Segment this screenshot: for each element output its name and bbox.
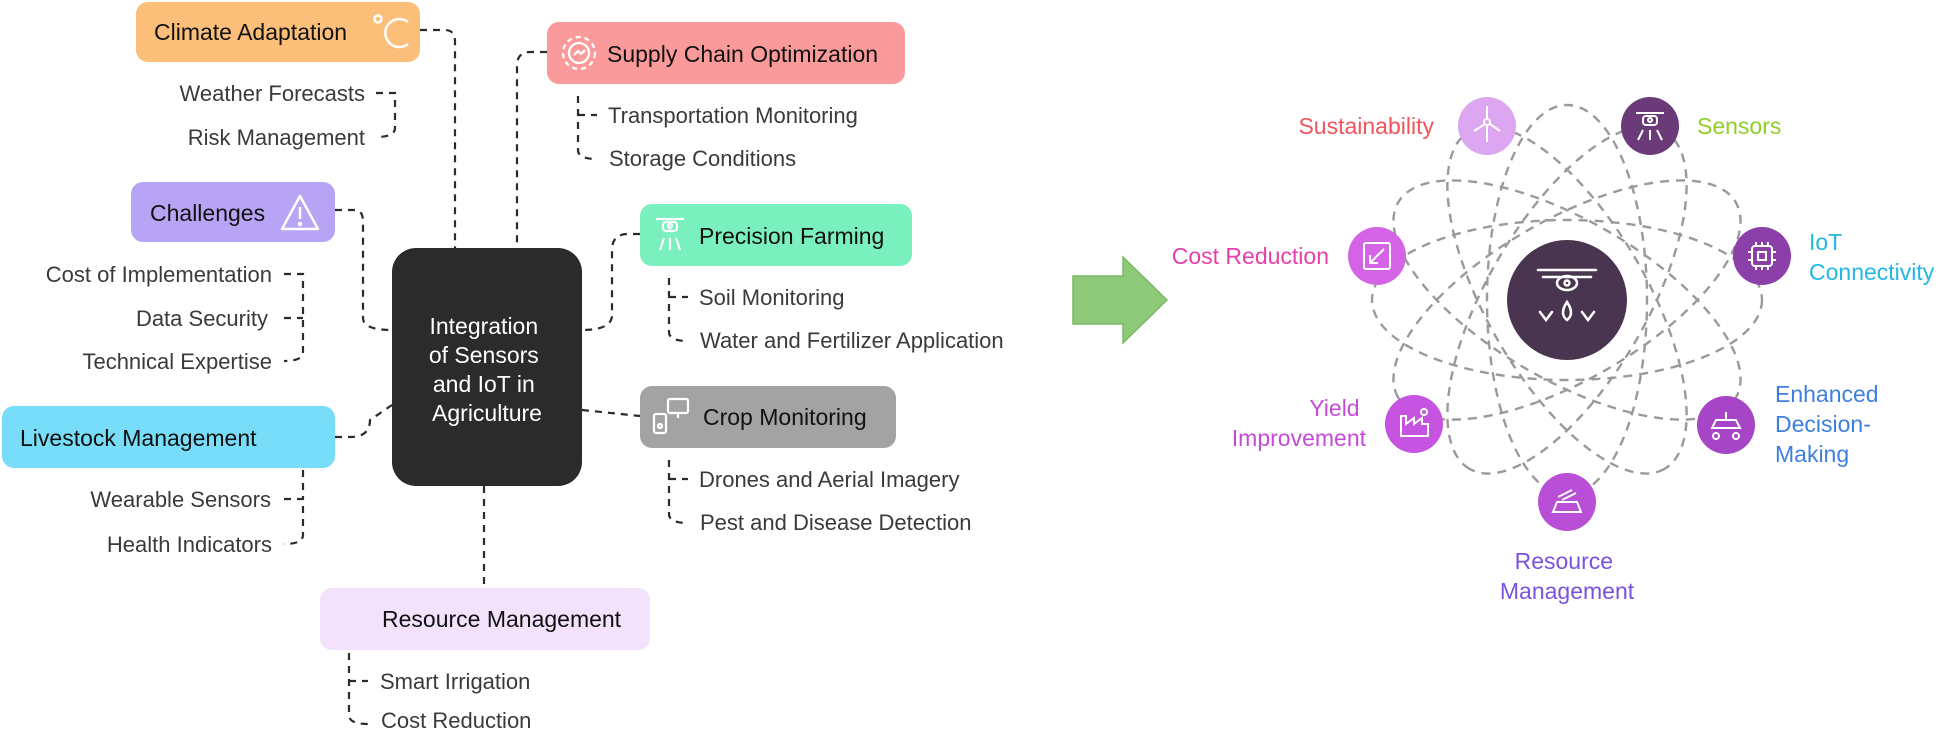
center-box: [392, 248, 582, 486]
leaf-cost-of-implementation: Cost of Implementation: [46, 262, 272, 287]
center-line: Agriculture: [432, 400, 542, 426]
resize-icon: [1363, 242, 1391, 270]
factory-icon: [1400, 408, 1429, 437]
branch-crop: [667, 460, 689, 525]
branch-challenges: [283, 272, 305, 363]
wind-turbine-icon: [1473, 106, 1501, 142]
benefit-sustainability[interactable]: Sustainability: [1298, 97, 1516, 155]
monitor-icon: [652, 397, 690, 435]
right-arrow: [1072, 255, 1169, 345]
node-supply-chain-optimization[interactable]: Supply Chain Optimization: [547, 22, 905, 84]
center-label: Integration of Sensors and IoT in Agricu…: [429, 313, 545, 426]
connector-challenges: [335, 208, 393, 332]
center-line: Integration: [429, 313, 538, 339]
tractor-icon: [1710, 412, 1742, 440]
benefit-label: Sensors: [1697, 113, 1781, 139]
node-label: Challenges: [150, 200, 265, 226]
node-box: [547, 22, 905, 84]
drone-icon: [1636, 112, 1664, 141]
connector-climate: [420, 28, 457, 248]
leaf-cost-reduction: Cost Reduction: [381, 708, 531, 732]
celsius-icon: [373, 14, 409, 49]
center-line: of Sensors: [429, 342, 539, 368]
branch-climate: [375, 91, 397, 139]
leaf-water-fertilizer: Water and Fertilizer Application: [700, 328, 1004, 353]
node-label: Crop Monitoring: [703, 404, 867, 430]
node-box: [2, 406, 335, 468]
leaf-wearable-sensors: Wearable Sensors: [90, 487, 271, 512]
chip-icon: [1748, 242, 1776, 270]
benefit-label: Enhanced Decision- Making: [1775, 381, 1885, 467]
leaf-technical-expertise: Technical Expertise: [82, 349, 272, 374]
connector-livestock: [335, 404, 393, 439]
leaf-data-security: Data Security: [136, 306, 268, 331]
benefit-label: Resource Management: [1500, 548, 1635, 604]
node-challenges[interactable]: Challenges: [131, 182, 335, 242]
center-line: and IoT in: [433, 371, 535, 397]
connector-precision: [581, 232, 640, 332]
node-climate-adaptation[interactable]: Climate Adaptation: [136, 2, 420, 62]
benefit-sensors[interactable]: Sensors: [1621, 97, 1781, 155]
branch-precision: [667, 278, 689, 343]
node-box: [640, 204, 912, 266]
mindmap: Integration of Sensors and IoT in Agricu…: [2, 2, 1004, 732]
branch-supply: [576, 96, 598, 161]
benefit-cost-reduction[interactable]: Cost Reduction: [1172, 227, 1406, 285]
node-crop-monitoring[interactable]: Crop Monitoring: [640, 386, 896, 448]
connector-crop: [581, 408, 641, 418]
leaf-smart-irrigation: Smart Irrigation: [380, 669, 530, 694]
node-precision-farming[interactable]: Precision Farming: [640, 204, 912, 266]
node-label: Supply Chain Optimization: [607, 41, 878, 67]
node-box: [320, 588, 650, 650]
drone-icon: [656, 217, 684, 251]
leaf-risk-management: Risk Management: [188, 125, 365, 150]
node-label: Resource Management: [382, 606, 622, 632]
benefit-label: IoT Connectivity: [1809, 229, 1935, 285]
node-livestock-management[interactable]: Livestock Management: [2, 406, 335, 468]
branch-resource: [347, 653, 369, 726]
field-icon: [1551, 489, 1583, 513]
benefit-yield-improvement[interactable]: Yield Improvement: [1232, 395, 1443, 453]
benefit-iot-connectivity[interactable]: IoT Connectivity: [1733, 227, 1935, 285]
leaf-storage-conditions: Storage Conditions: [609, 146, 796, 171]
benefit-circle: [1733, 227, 1791, 285]
node-label: Precision Farming: [699, 223, 884, 249]
drone-drop-icon: [1536, 268, 1598, 323]
node-label: Climate Adaptation: [154, 19, 347, 45]
leaf-pest-disease-detection: Pest and Disease Detection: [700, 510, 972, 535]
warning-icon: [280, 194, 320, 231]
branch-livestock: [283, 470, 305, 546]
node-resource-management[interactable]: Resource Management: [320, 588, 650, 650]
benefit-label: Yield Improvement: [1232, 395, 1367, 451]
benefit-circle: [1697, 396, 1755, 454]
benefit-label: Sustainability: [1298, 113, 1434, 139]
benefit-label: Cost Reduction: [1172, 243, 1329, 269]
benefit-enhanced-decision-making[interactable]: Enhanced Decision- Making: [1697, 381, 1885, 467]
leaf-drones-aerial-imagery: Drones and Aerial Imagery: [699, 467, 959, 492]
benefit-resource-management[interactable]: Resource Management: [1500, 473, 1635, 604]
node-box: [136, 2, 420, 62]
center-hub: [1507, 240, 1627, 360]
node-label: Livestock Management: [20, 425, 257, 451]
leaf-soil-monitoring: Soil Monitoring: [699, 285, 845, 310]
leaf-weather-forecasts: Weather Forecasts: [180, 81, 365, 106]
benefits-diagram: Sustainability Sensors: [1172, 97, 1935, 604]
leaf-health-indicators: Health Indicators: [107, 532, 272, 557]
node-box: [640, 386, 896, 448]
leaf-transportation-monitoring: Transportation Monitoring: [608, 103, 858, 128]
connector-supply: [515, 50, 547, 248]
gear-icon: [561, 35, 597, 71]
